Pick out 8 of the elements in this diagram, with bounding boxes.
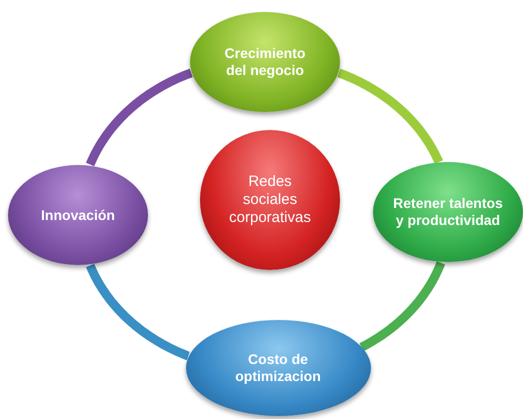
ring-arc xyxy=(358,260,446,352)
node-label: Innovación xyxy=(41,206,115,224)
node-label: Redes sociales corporativas xyxy=(228,173,312,227)
node-label: Costo de optimizacion xyxy=(234,351,322,385)
ring-arc xyxy=(86,68,194,168)
ring-arc xyxy=(86,262,192,360)
node-label: Retener talentos y productividad xyxy=(392,195,504,229)
node-label: Crecimiento del negocio xyxy=(224,45,306,79)
